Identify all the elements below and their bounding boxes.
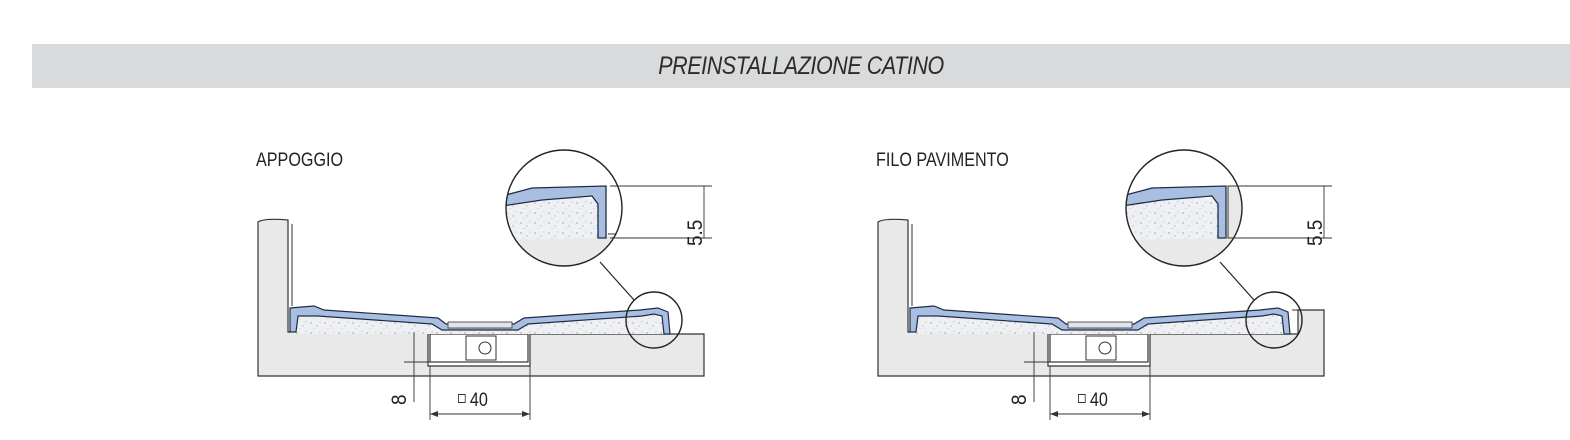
detail-marker-circle [1245, 291, 1303, 349]
detail-zoom-circle [1125, 149, 1243, 267]
drain-pipe-circle [1098, 341, 1112, 355]
dim-square-label: 40 [1078, 390, 1108, 412]
drain-pipe-circle [478, 341, 492, 355]
dim-detail-value: 5.5 [1304, 219, 1327, 246]
detail-leader-line [599, 261, 635, 301]
variant-label: FILO PAVIMENTO [876, 150, 1009, 171]
panel-appoggio: APPOGGIO 5.5 8 40 [252, 140, 712, 440]
dim-square-value: 40 [469, 390, 488, 411]
dim-square-value: 40 [1089, 390, 1108, 411]
panel-filo-pavimento: FILO PAVIMENTO 5.5 8 40 [872, 140, 1332, 440]
drain-grate [447, 321, 513, 329]
variant-label: APPOGGIO [256, 150, 344, 171]
section-drawing [257, 149, 712, 420]
drain-grate [1067, 321, 1133, 329]
square-symbol-icon [458, 394, 466, 403]
dim-detail-value: 5.5 [684, 219, 707, 246]
dim-depth-value: 8 [388, 394, 411, 405]
detail-marker-circle [625, 291, 683, 349]
square-symbol-icon [1078, 394, 1086, 403]
section-drawing [877, 149, 1332, 420]
detail-zoom-circle [505, 149, 623, 267]
wall-floor-section [257, 218, 705, 377]
page-title: PREINSTALLAZIONE CATINO [658, 51, 944, 80]
dim-depth-value: 8 [1008, 394, 1031, 405]
title-banner: PREINSTALLAZIONE CATINO [32, 44, 1570, 88]
dim-square-label: 40 [458, 390, 488, 412]
detail-leader-line [1219, 261, 1255, 301]
